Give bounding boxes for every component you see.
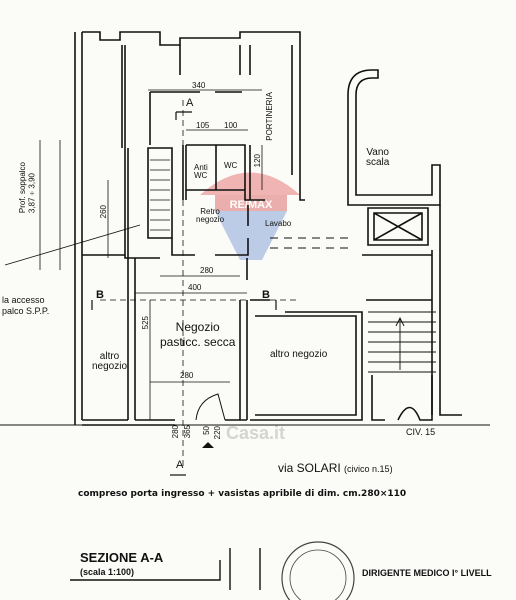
section-title: SEZIONE A-A <box>80 550 164 565</box>
watermark-text: Casa.it <box>226 423 286 443</box>
dim-105: 105 <box>196 121 210 130</box>
wall-vano-scala <box>347 69 441 206</box>
dim-260: 260 <box>99 205 108 219</box>
wall-altro-left <box>82 254 128 426</box>
signature-title: DIRIGENTE MEDICO I° LIVELL <box>362 568 492 578</box>
watermark-brand: RE/MAX <box>230 199 273 211</box>
dim-50: 50 <box>202 426 211 435</box>
dim-340: 340 <box>192 81 206 90</box>
passage-dashed <box>270 237 350 249</box>
stair-steps <box>150 159 170 231</box>
prof-leader <box>4 140 141 270</box>
wall-right-building <box>362 205 462 416</box>
dim-120: 120 <box>253 154 262 168</box>
dim-280-bottom: 280 <box>180 371 194 380</box>
section-b-left: B <box>96 289 104 301</box>
elevator-box <box>367 207 429 246</box>
wall-retro <box>124 148 249 259</box>
stamp-seal <box>281 541 355 600</box>
annotation-civ15: CIV. 15 <box>406 427 436 437</box>
annotation-street: via SOLARI (civico n.15) <box>278 461 393 475</box>
section-mark-a-top <box>175 111 192 120</box>
wall-portineria <box>291 45 305 201</box>
wall-top-inner <box>121 45 251 148</box>
dim-100: 100 <box>224 121 238 130</box>
label-altro-negozio-right: altro negozio <box>270 349 328 360</box>
wall-top <box>82 31 301 46</box>
wall-negozio-left <box>127 258 136 420</box>
section-a-top: A <box>186 97 194 109</box>
entrance-right <box>371 375 433 421</box>
label-portineria: PORTINERIA <box>265 92 274 141</box>
wall-partition-upper <box>149 91 242 200</box>
stair-arrow <box>395 316 405 327</box>
dim-280-top: 280 <box>200 266 214 275</box>
signature-lines <box>70 548 261 590</box>
section-a-bottom: A <box>176 459 184 471</box>
label-wc: WC <box>224 161 238 170</box>
annotation-note: compreso porta ingresso + vasistas aprib… <box>78 489 407 499</box>
wall-wc <box>186 144 265 201</box>
dim-525: 525 <box>141 316 150 330</box>
section-b-right: B <box>262 289 270 301</box>
wall-negozio-right <box>239 258 248 420</box>
dim-365: 365 <box>183 425 192 439</box>
dim-400: 400 <box>188 283 202 292</box>
section-scale: (scala 1:100) <box>80 567 135 577</box>
wall-altro-right <box>250 299 363 421</box>
dim-220: 220 <box>213 426 222 440</box>
label-lavabo: Lavabo <box>265 219 292 228</box>
dim-280-door: 280 <box>171 425 180 439</box>
stair-inner <box>147 147 173 239</box>
entrance-arrow <box>202 442 214 448</box>
entrance-door <box>195 393 226 421</box>
